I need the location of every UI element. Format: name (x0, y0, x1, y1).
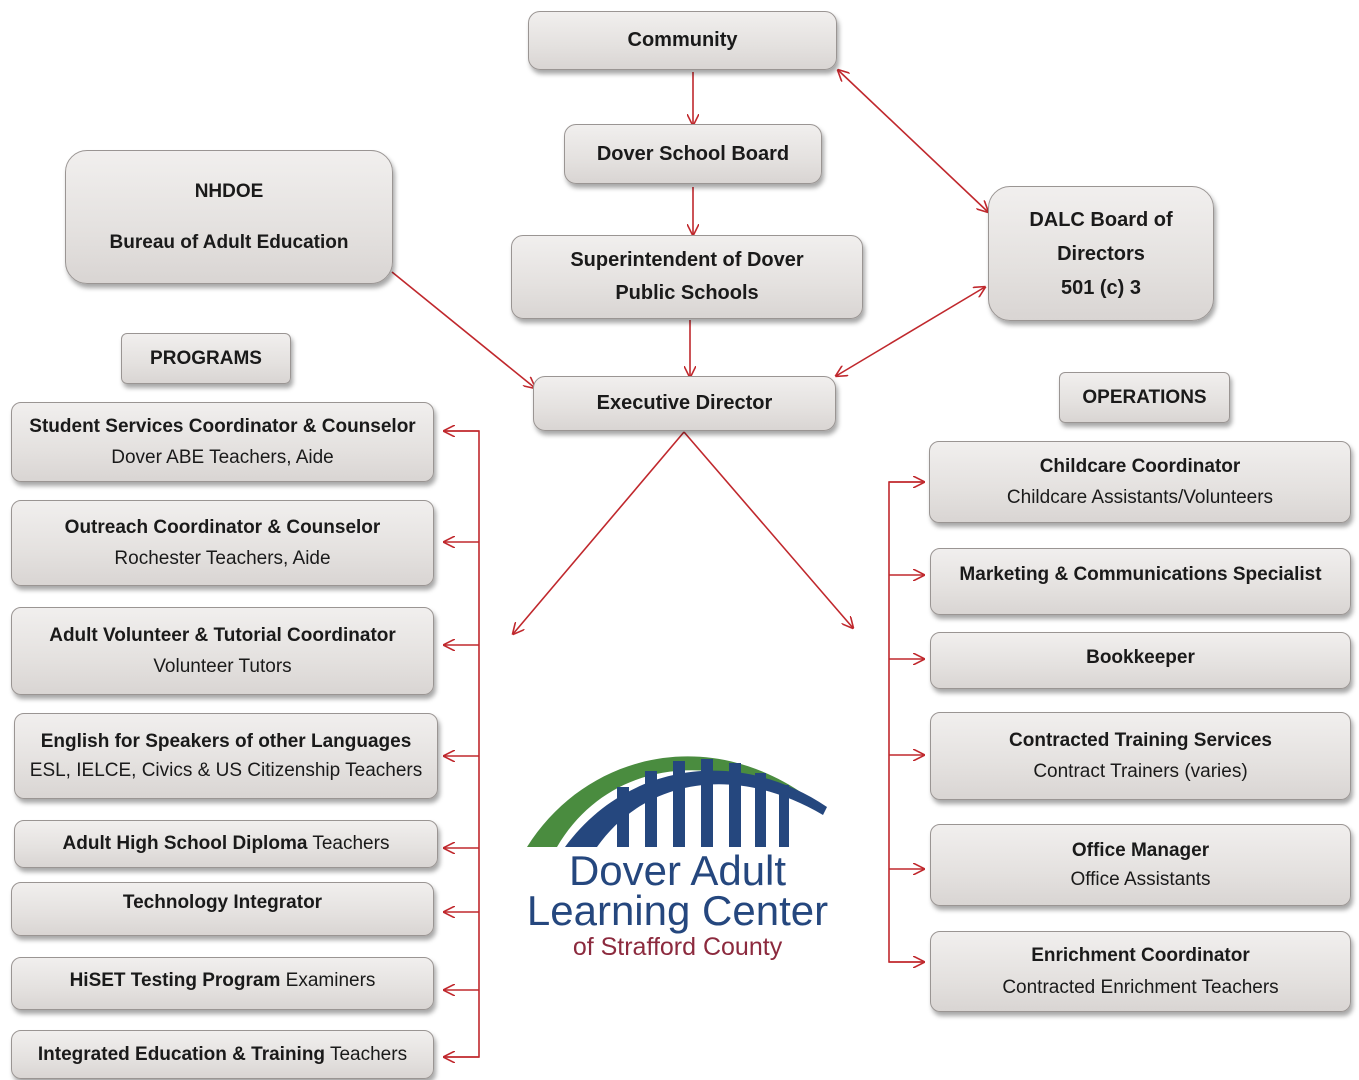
superintendent-line1: Superintendent of Dover (570, 249, 804, 271)
program-item: English for Speakers of other Languages … (14, 713, 438, 799)
operation-staff: Childcare Assistants/Volunteers (1006, 487, 1274, 508)
program-item: Technology Integrator (11, 882, 434, 936)
operations-bracket (888, 481, 924, 963)
operation-title: Childcare Coordinator (1039, 455, 1241, 477)
operation-item: Marketing & Communications Specialist (930, 548, 1351, 615)
superintendent-line2: Public Schools (615, 282, 759, 304)
program-staff: Dover ABE Teachers, Aide (111, 447, 334, 468)
executive-director-label: Executive Director (596, 392, 773, 414)
school-board-box: Dover School Board (564, 124, 822, 184)
dalc-board-box: DALC Board of Directors 501 (c) 3 (988, 186, 1214, 321)
program-item: Integrated Education & Training Teachers (11, 1030, 434, 1079)
dalc-line2: Directors (1057, 242, 1145, 265)
programs-header: PROGRAMS (121, 333, 291, 384)
operation-title: Bookkeeper (1086, 646, 1195, 668)
operation-staff: Contracted Enrichment Teachers (1002, 976, 1279, 998)
operation-item: Enrichment Coordinator Contracted Enrich… (930, 931, 1351, 1012)
community-label: Community (627, 29, 738, 51)
arrow-executive-to-operations (683, 431, 853, 628)
program-title: HiSET Testing Program (69, 969, 281, 991)
executive-director-box: Executive Director (533, 376, 836, 431)
program-item: Student Services Coordinator & Counselor… (11, 402, 434, 482)
program-title: Adult Volunteer & Tutorial Coordinator (49, 624, 396, 646)
superintendent-box: Superintendent of Dover Public Schools (511, 235, 863, 319)
program-item: Outreach Coordinator & Counselor Rochest… (11, 500, 434, 586)
program-suffix: Examiners (280, 969, 376, 991)
logo-line3: of Strafford County (572, 933, 783, 961)
operation-staff: Contract Trainers (varies) (1033, 761, 1248, 782)
program-item: HiSET Testing Program Examiners (11, 957, 434, 1010)
arrow-community-dalc (838, 70, 988, 212)
nhdoe-box: NHDOE Bureau of Adult Education (65, 150, 393, 284)
operation-title: Contracted Training Services (1009, 729, 1272, 751)
program-title: Adult High School Diploma (62, 833, 308, 855)
nhdoe-bureau: Bureau of Adult Education (109, 232, 349, 253)
operation-item: Office Manager Office Assistants (930, 824, 1351, 906)
program-title: Technology Integrator (122, 892, 323, 914)
programs-header-label: PROGRAMS (150, 347, 262, 369)
program-title: Student Services Coordinator & Counselor (29, 415, 416, 437)
operation-title: Enrichment Coordinator (1031, 945, 1250, 967)
operation-item: Contracted Training Services Contract Tr… (930, 712, 1351, 800)
operation-staff: Office Assistants (1070, 869, 1211, 890)
program-title: Outreach Coordinator & Counselor (64, 516, 381, 538)
program-item: Adult High School Diploma Teachers (14, 820, 438, 868)
community-box: Community (528, 11, 837, 70)
program-item: Adult Volunteer & Tutorial Coordinator V… (11, 607, 434, 695)
operations-header: OPERATIONS (1059, 372, 1230, 423)
operation-item: Childcare Coordinator Childcare Assistan… (929, 441, 1351, 523)
arrow-executive-to-programs (513, 431, 685, 634)
dalc-line3: 501 (c) 3 (1060, 276, 1142, 299)
operation-title: Marketing & Communications Specialist (959, 563, 1322, 585)
program-suffix: Teachers (325, 1043, 408, 1065)
programs-bracket (444, 430, 480, 1058)
program-staff: Volunteer Tutors (153, 656, 292, 677)
bridge-logo-icon (527, 756, 827, 847)
dalc-logo: Dover Adult Learning Center of Strafford… (505, 735, 850, 975)
school-board-label: Dover School Board (596, 142, 790, 165)
logo-line2: Learning Center (526, 887, 829, 934)
program-suffix: Teachers (307, 833, 390, 855)
operations-header-label: OPERATIONS (1082, 386, 1207, 408)
program-staff: Rochester Teachers, Aide (114, 548, 331, 569)
program-title: English for Speakers of other Languages (40, 730, 412, 752)
operation-title: Office Manager (1071, 839, 1210, 861)
logo-line1: Dover Adult (568, 847, 787, 894)
operation-item: Bookkeeper (930, 632, 1351, 689)
dalc-line1: DALC Board of (1029, 208, 1173, 231)
nhdoe-title: NHDOE (194, 180, 264, 202)
arrow-nhdoe-to-executive (391, 271, 535, 388)
program-title: Integrated Education & Training (37, 1043, 326, 1065)
arrow-dalc-executive (836, 287, 985, 376)
program-staff: ESL, IELCE, Civics & US Citizenship Teac… (29, 760, 423, 781)
